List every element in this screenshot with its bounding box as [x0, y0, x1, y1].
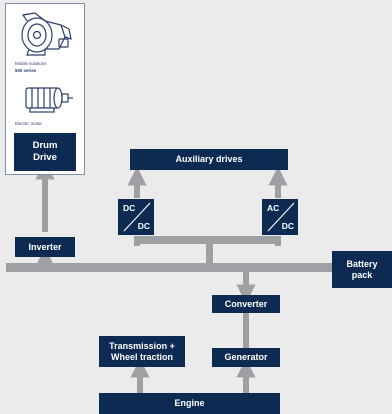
converter-slash	[123, 202, 151, 232]
engine-label: Engine	[174, 398, 205, 408]
converter-generator-link	[243, 313, 249, 348]
converter-collector	[134, 236, 281, 244]
generator-label: Generator	[224, 352, 268, 362]
hydraulic-motor-illustration	[21, 12, 72, 56]
auxiliary-drives-label: Auxiliary drives	[175, 154, 243, 164]
battery-pack-label: Battery pack	[346, 258, 378, 280]
mobile-solutions-label: Mobile solutions	[15, 61, 47, 66]
converter-slash	[267, 202, 295, 232]
ac-dc-top-label: AC	[267, 203, 280, 213]
dc-dc-bottom-label: DC	[137, 221, 150, 231]
drum-drive-box: Drum Drive	[14, 133, 76, 171]
collector-stem	[206, 244, 213, 263]
dc-dc-converter: DC DC	[118, 199, 154, 235]
electric-motor-illustration	[25, 87, 73, 113]
inverter-box: Inverter	[15, 237, 75, 257]
battery-pack-box: Battery pack	[332, 251, 392, 288]
converter-label: Converter	[224, 298, 268, 309]
dc-dc-top-label: DC	[123, 203, 136, 213]
ac-dc-bottom-label: DC	[281, 221, 294, 231]
engine-box: Engine	[99, 393, 280, 414]
inverter-label: Inverter	[28, 241, 62, 252]
converter-box: Converter	[212, 295, 280, 313]
transmission-box: Transmission + Wheel traction	[99, 336, 185, 367]
ac-dc-converter: AC DC	[262, 199, 298, 235]
series-label: 500 series	[15, 68, 37, 73]
product-panel: Mobile solutions 500 series Electric mot…	[5, 3, 85, 175]
dc-bus	[6, 263, 332, 272]
transmission-label: Transmission + Wheel traction	[109, 340, 175, 362]
generator-box: Generator	[212, 348, 280, 367]
auxiliary-drives-box: Auxiliary drives	[130, 149, 288, 170]
electric-motor-label: Electric motor	[15, 121, 42, 126]
drum-drive-label: Drum Drive	[32, 140, 58, 163]
